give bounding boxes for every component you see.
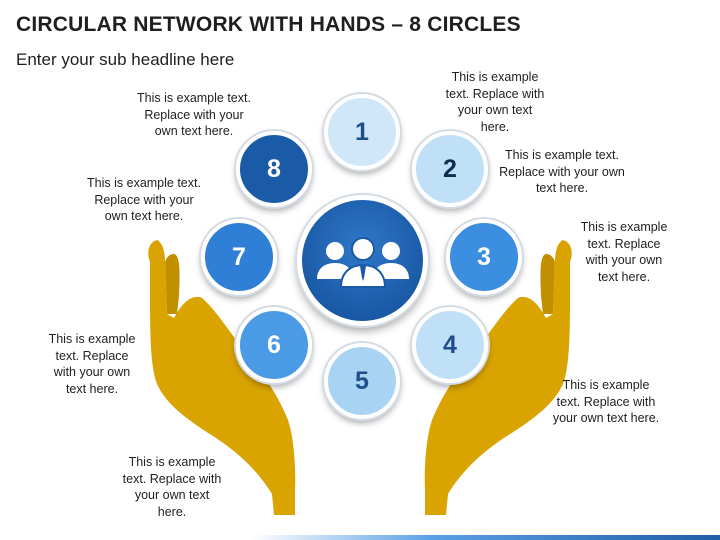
note-line: This is example <box>580 220 668 234</box>
right-hand <box>424 240 572 515</box>
note-1: This is example text. Replace with your … <box>432 69 558 135</box>
note-line: This is example <box>48 332 136 346</box>
circle-8: 8 <box>236 131 312 207</box>
note-3: This is example text. Replace with your … <box>572 219 676 285</box>
note-line: This is example text. <box>87 176 201 190</box>
left-hand <box>148 240 296 515</box>
circle-1: 1 <box>324 94 400 170</box>
left-hand-finger <box>165 253 180 314</box>
note-6: This is example text. Replace with your … <box>40 331 144 397</box>
right-hand-finger <box>540 253 555 314</box>
circle-1-number: 1 <box>355 117 369 146</box>
note-line: Replace with your <box>94 192 194 207</box>
circle-2: 2 <box>412 131 488 207</box>
circle-4: 4 <box>412 307 488 383</box>
note-line: Replace with your <box>144 107 244 122</box>
circle-6-number: 6 <box>267 330 281 359</box>
note-line: text. Replace with <box>445 86 545 101</box>
note-line: your own text <box>134 488 210 502</box>
circle-7: 7 <box>201 219 277 295</box>
note-line: This is example <box>451 70 539 84</box>
note-4: This is example text. Replace with your … <box>544 377 668 427</box>
note-2: This is example text. Replace with your … <box>492 147 632 197</box>
circle-2-number: 2 <box>443 154 457 183</box>
note-line: This is example text. <box>505 148 619 162</box>
note-line: This is example text. <box>137 91 251 105</box>
note-line: Replace with your own <box>499 164 625 179</box>
bottom-accent-bar <box>0 535 720 540</box>
note-line: text. Replace with <box>556 394 656 409</box>
note-line: text here. <box>65 381 119 396</box>
note-7: This is example text. Replace with your … <box>74 175 214 225</box>
note-line: your own text here. <box>552 411 660 425</box>
note-line: This is example <box>128 455 216 469</box>
circle-5-number: 5 <box>355 366 369 395</box>
note-line: text. Replace <box>55 348 129 363</box>
note-line: text. Replace <box>587 236 661 251</box>
circle-5: 5 <box>324 343 400 419</box>
note-line: own text here. <box>104 209 184 223</box>
circle-6: 6 <box>236 307 312 383</box>
page-title: CIRCULAR NETWORK WITH HANDS – 8 CIRCLES <box>16 13 521 36</box>
note-line: text here. <box>535 181 589 195</box>
circle-3-number: 3 <box>477 242 491 271</box>
people-group-icon <box>316 236 409 288</box>
note-line: own text here. <box>154 124 234 138</box>
circle-7-number: 7 <box>232 242 246 271</box>
page-subtitle: Enter your sub headline here <box>16 50 235 69</box>
circle-4-number: 4 <box>443 330 457 359</box>
circle-3: 3 <box>446 219 522 295</box>
note-5: This is example text. Replace with your … <box>110 454 234 520</box>
note-line: your own text <box>457 103 533 117</box>
note-line: with your own <box>53 365 131 379</box>
note-8: This is example text. Replace with your … <box>124 90 264 140</box>
note-line: here. <box>157 504 187 519</box>
note-line: text. Replace with <box>122 471 222 486</box>
center-hub <box>297 195 428 326</box>
circle-8-number: 8 <box>267 154 281 183</box>
note-line: here. <box>480 119 510 134</box>
note-line: text here. <box>597 269 651 284</box>
note-line: with your own <box>585 253 663 267</box>
note-line: This is example <box>562 378 650 392</box>
